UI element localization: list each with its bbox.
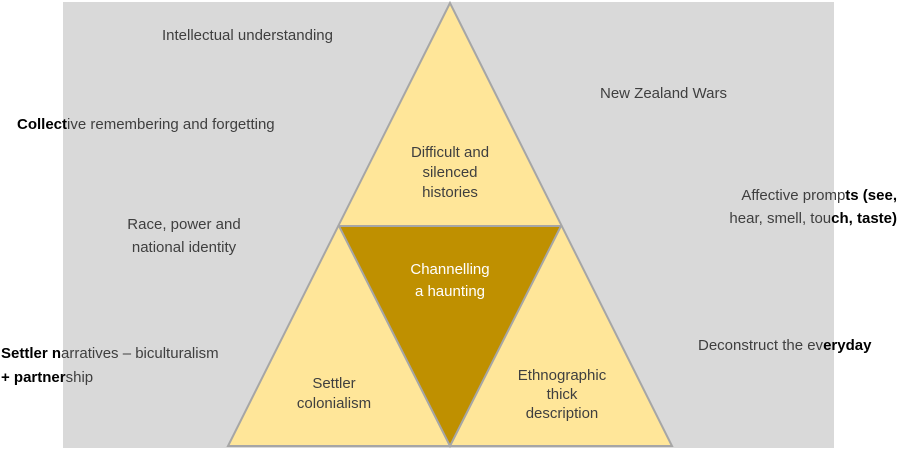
label-intellectual-understanding: Intellectual understanding (162, 27, 333, 44)
label-ethnographic-thick-description: Ethnographic thick description (492, 366, 632, 423)
label-settler-colonialism-line2: colonialism (296, 395, 372, 412)
label-difficult-line1: Difficult and (410, 144, 490, 161)
label-affective-prompts-line2-rest: hear, smell, tou (729, 210, 832, 227)
label-settler-narratives-line2-rest: ship (65, 369, 94, 386)
label-channelling-a-haunting: Channelling a haunting (375, 259, 525, 303)
label-race-power-line1: Race, power and (127, 216, 241, 233)
label-collective-remembering-bold: Collect (17, 116, 68, 133)
label-settler-narratives-line2-bold: + partner (1, 369, 66, 386)
label-affective-prompts-line1-rest: Affective promp (741, 187, 846, 204)
label-affective-prompts-line2: hear, smell, touch, taste) (729, 207, 897, 230)
label-new-zealand-wars: New Zealand Wars (600, 85, 727, 102)
label-settler-narratives-line1: Settler narratives – biculturalism (1, 342, 219, 366)
label-collective-remembering-rest: ive remembering and forgetting (67, 116, 275, 133)
label-affective-prompts: Affective prompts (see, hear, smell, tou… (729, 184, 897, 230)
label-ethnographic-line2: thick (546, 386, 578, 403)
label-deconstruct-everyday-bold: eryday (823, 337, 872, 354)
label-affective-prompts-line1-bold: ts (see, (845, 187, 897, 204)
label-deconstruct-everyday: Deconstruct the everyday (698, 334, 871, 357)
label-ethnographic-line3: description (525, 405, 599, 422)
label-ethnographic-line1: Ethnographic (517, 367, 607, 384)
label-deconstruct-everyday-rest: Deconstruct the ev (698, 337, 824, 354)
label-settler-colonialism-line1: Settler (312, 375, 356, 392)
label-collective-remembering: Collective remembering and forgetting (17, 113, 275, 136)
label-difficult-line3: histories (422, 184, 478, 201)
label-affective-prompts-line2-bold: ch, taste) (831, 210, 897, 227)
label-settler-narratives: Settler narratives – biculturalism + par… (1, 342, 219, 390)
label-settler-colonialism: Settler colonialism (264, 374, 404, 414)
label-settler-narratives-line1-bold: Settler n (1, 345, 62, 362)
label-channelling-line1: Channelling (410, 261, 490, 278)
label-race-power: Race, power and national identity (109, 213, 259, 259)
label-settler-narratives-line2: + partnership (1, 366, 219, 390)
label-difficult-line2: silenced (422, 164, 478, 181)
label-difficult-silenced-histories: Difficult and silenced histories (375, 143, 525, 203)
label-settler-narratives-line1-rest: arratives – biculturalism (61, 345, 219, 362)
label-race-power-line2: national identity (131, 239, 237, 256)
label-affective-prompts-line1: Affective prompts (see, (729, 184, 897, 207)
label-channelling-line2: a haunting (414, 283, 486, 300)
center-inverted-triangle (337, 225, 563, 449)
